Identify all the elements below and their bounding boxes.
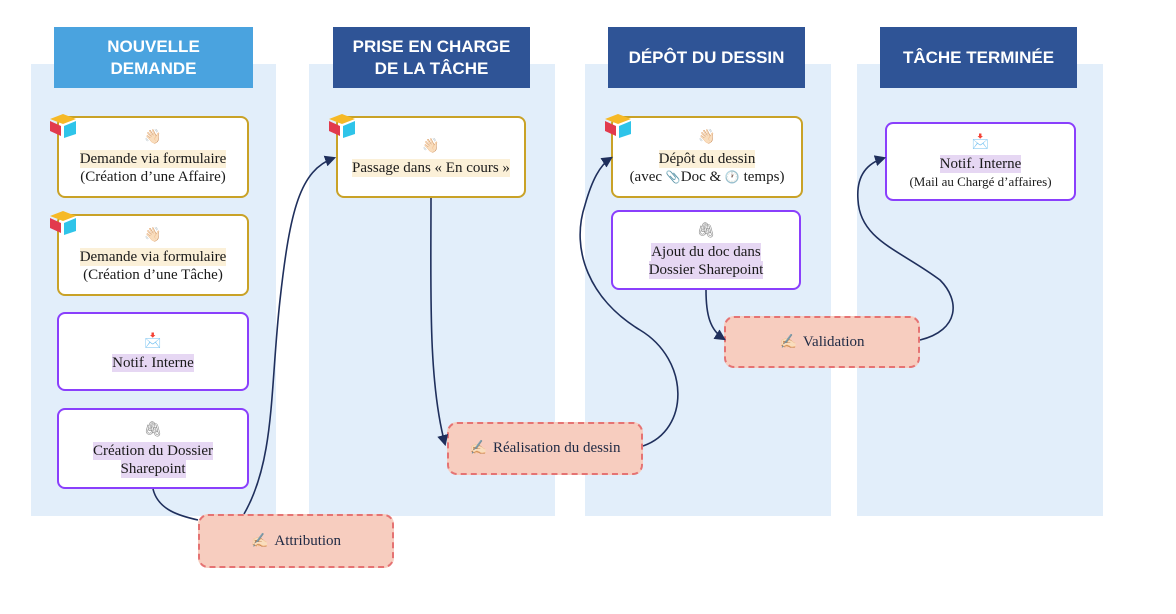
connector-creation-to-attribution	[152, 488, 199, 521]
card-ajout-doc-line1: Ajout du doc dans	[651, 243, 761, 261]
clip-icon: 📎	[665, 170, 681, 184]
card-demande-tache-line1: Demande via formulaire	[79, 248, 227, 266]
airtable-logo-icon	[329, 114, 355, 138]
card-creation-dossier-line1: Création du Dossier	[93, 441, 213, 460]
card-depot-dessin-line2-doc: Doc &	[680, 169, 725, 185]
card-demande-affaire-line2: (Création d’une Affaire)	[80, 169, 226, 185]
hand-icon: 👋🏻	[698, 130, 716, 145]
hand-icon: 👋🏻	[422, 139, 440, 154]
airtable-logo-icon	[605, 114, 631, 138]
header-tache-terminee: TÂCHE TERMINÉE	[880, 27, 1077, 88]
mail-icon: 📩	[971, 134, 990, 150]
card-creation-dossier[interactable]: 🖇 Création du Dossier Sharepoint	[57, 408, 249, 489]
card-depot-dessin-line2-prefix: (avec	[629, 169, 666, 185]
hand-icon: 👋🏻	[144, 228, 162, 243]
card-creation-dossier-line2: Sharepoint	[120, 459, 186, 478]
card-depot-dessin-line2: (avec 📎Doc & 🕐 temps)	[630, 168, 785, 186]
hand-icon: 👋🏻	[144, 130, 162, 145]
card-passage-en-cours-line1: Passage dans « En cours »	[352, 159, 510, 177]
card-depot-dessin-line2-suffix: temps)	[739, 169, 785, 185]
action-validation[interactable]: ✍🏻 Validation	[724, 316, 920, 368]
airtable-logo-icon	[50, 211, 76, 235]
airtable-logo-icon	[50, 114, 76, 138]
card-demande-affaire[interactable]: 👋🏻 Demande via formulaire (Création d’un…	[57, 116, 249, 198]
header-depot-du-dessin-title: DÉPÔT DU DESSIN	[628, 47, 785, 67]
action-realisation-label: Réalisation du dessin	[492, 440, 621, 456]
card-demande-affaire-line1: Demande via formulaire	[79, 150, 227, 168]
clock-icon: 🕐	[724, 170, 740, 184]
pen-icon: ✍🏻	[469, 441, 487, 456]
connector-realisation-to-depot	[579, 156, 679, 447]
card-depot-dessin-line1: Dépôt du dessin	[658, 150, 756, 168]
card-notif-interne-2-line1: Notif. Interne	[939, 154, 1022, 173]
card-depot-dessin[interactable]: 👋🏻 Dépôt du dessin (avec 📎Doc & 🕐 temps)	[611, 116, 803, 198]
header-nouvelle-demande: NOUVELLE DEMANDE	[54, 27, 253, 88]
connector-validation-to-notif	[857, 155, 954, 341]
card-demande-tache-line2: (Création d’une Tâche)	[83, 267, 223, 283]
connector-passage-to-realisation	[429, 197, 449, 447]
card-ajout-doc[interactable]: 🖇 Ajout du doc dans Dossier Sharepoint	[611, 210, 801, 290]
header-prise-en-charge: PRISE EN CHARGE DE LA TÂCHE	[333, 27, 530, 88]
card-passage-en-cours[interactable]: 👋🏻 Passage dans « En cours »	[336, 116, 526, 198]
header-tache-terminee-title: TÂCHE TERMINÉE	[902, 47, 1055, 67]
card-notif-interne-2-line2: (Mail au Chargé d’affaires)	[909, 173, 1052, 189]
paperclip-icon: 🖇	[143, 421, 163, 438]
header-prise-en-charge-line2: DE LA TÂCHE	[374, 58, 489, 78]
action-validation-label: Validation	[802, 333, 865, 350]
action-attribution[interactable]: ✍🏻 Attribution	[198, 514, 394, 568]
pen-icon: ✍🏻	[250, 533, 269, 549]
paperclip-icon: 🖇	[696, 223, 716, 239]
header-nouvelle-demande-line1: NOUVELLE	[107, 36, 200, 56]
pen-icon: ✍🏻	[779, 334, 797, 350]
header-depot-du-dessin: DÉPÔT DU DESSIN	[608, 27, 805, 88]
header-nouvelle-demande-line2: DEMANDE	[110, 58, 197, 78]
card-demande-tache[interactable]: 👋🏻 Demande via formulaire (Création d’un…	[57, 214, 249, 296]
card-notif-interne-2[interactable]: 📩 Notif. Interne (Mail au Chargé d’affai…	[885, 122, 1076, 201]
action-realisation-du-dessin[interactable]: ✍🏻 Réalisation du dessin	[447, 422, 643, 475]
header-prise-en-charge-line1: PRISE EN CHARGE	[352, 36, 511, 56]
connector-attribution-to-passage	[243, 155, 337, 515]
action-attribution-label: Attribution	[274, 532, 342, 549]
card-notif-interne-1[interactable]: 📩 Notif. Interne	[57, 312, 249, 391]
mail-icon: 📩	[144, 333, 162, 349]
connector-ajout-to-validation	[705, 289, 726, 341]
card-notif-interne-1-line1: Notif. Interne	[112, 353, 194, 372]
card-ajout-doc-line2: Dossier Sharepoint	[648, 261, 764, 279]
